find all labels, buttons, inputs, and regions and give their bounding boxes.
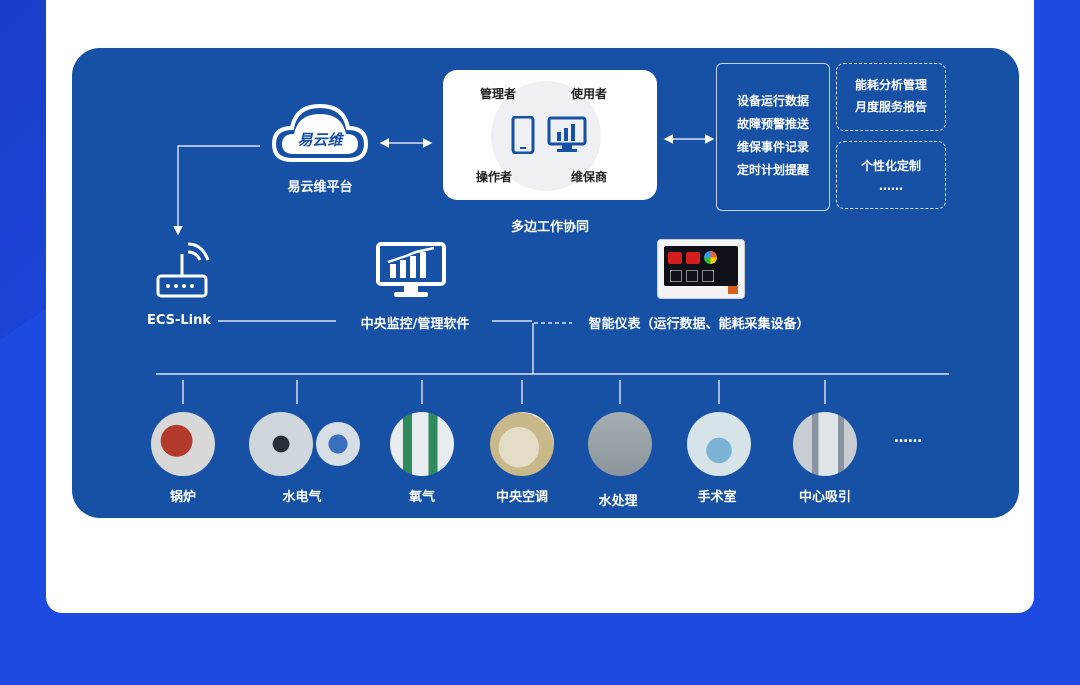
data-line-4: 定时计划提醒 (736, 163, 809, 177)
equipment-oxygen-image (390, 412, 454, 476)
data-services-box: 设备运行数据 故障预警推送 维保事件记录 定时计划提醒 (716, 63, 830, 211)
equipment-meter-image (249, 412, 313, 476)
role-manager: 管理者 (480, 87, 517, 101)
role-user: 使用者 (571, 87, 608, 101)
ecs-link-label: ECS-Link (146, 313, 212, 328)
smart-meter-label: 智能仪表（运行数据、能耗采集设备） (588, 317, 810, 332)
connector-lines (156, 134, 949, 404)
cloud-platform-label: 易云维平台 (287, 180, 353, 195)
role-operator: 操作者 (476, 170, 513, 184)
cloud-router-arrow (173, 145, 260, 236)
cloud-icon (271, 103, 369, 162)
energy-analysis-box: 能耗分析管理 月度服务报告 (836, 63, 946, 131)
equipment-label-water-treatment: 水处理 (598, 494, 638, 509)
router-icon (156, 242, 210, 298)
equipment-operating-room-image (687, 412, 751, 476)
equipment-label-operating-room: 手术室 (697, 490, 737, 505)
equipment-boiler-image (151, 412, 215, 476)
equipment-label-suction: 中心吸引 (798, 490, 851, 505)
equipment-suction-image (793, 412, 857, 476)
equipment-label-hvac: 中央空调 (495, 490, 548, 505)
data-line-2: 故障预警推送 (736, 117, 809, 131)
equipment-label-oxygen: 氧气 (408, 490, 435, 505)
cloud-logo-text: 易云维 (297, 131, 343, 149)
smart-meter-device (657, 239, 745, 299)
equipment-label-boiler: 锅炉 (169, 490, 196, 505)
more-ellipsis: …… (894, 430, 922, 446)
monitoring-software-label: 中央监控/管理软件 (360, 317, 470, 332)
data-line-1: 设备运行数据 (736, 94, 809, 108)
equipment-hvac-image (490, 412, 554, 476)
role-maintainer: 维保商 (571, 170, 608, 184)
customization-box: 个性化定制 …… (836, 141, 946, 209)
equipment-water-meter-image (316, 422, 360, 466)
architecture-diagram: 易云维 易云维平台 管理者 使用者 操作者 维保商 多边工作协同 设备运行数据 … (72, 48, 1019, 518)
monitoring-software-icon (376, 242, 446, 297)
equipment-label-utilities: 水电气 (282, 490, 322, 505)
equipment-water-treatment-image (588, 412, 652, 476)
data-line-3: 维保事件记录 (736, 140, 809, 154)
monitor-chart-icon (547, 116, 587, 152)
mobile-phone-icon (511, 116, 535, 154)
collaboration-card: 管理者 使用者 操作者 维保商 (443, 70, 657, 200)
collaboration-label: 多边工作协同 (510, 220, 589, 235)
